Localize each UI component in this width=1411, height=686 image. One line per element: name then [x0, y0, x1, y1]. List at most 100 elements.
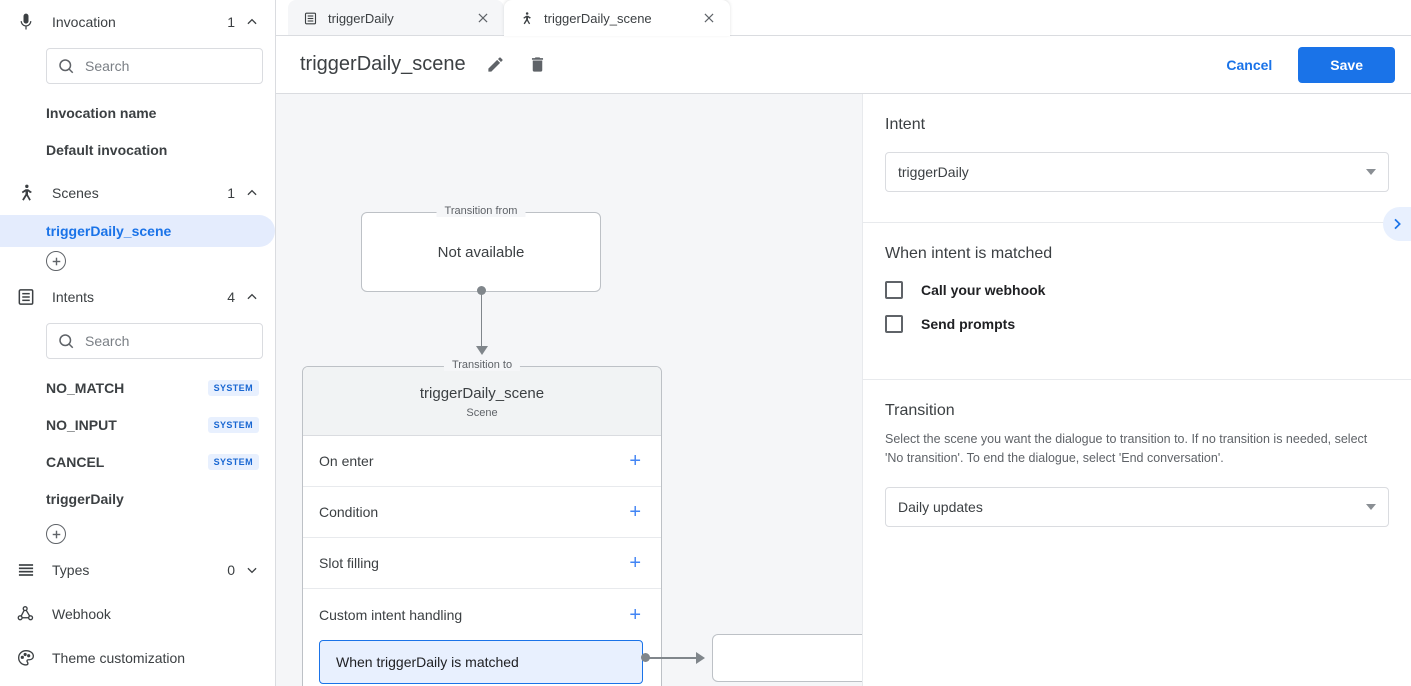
- sidebar-item-no-input[interactable]: NO_INPUT SYSTEM: [0, 409, 275, 441]
- sidebar-group-label: Invocation: [52, 14, 116, 30]
- call-webhook-checkbox[interactable]: [885, 281, 903, 299]
- sidebar-group-scenes[interactable]: Scenes 1: [0, 171, 275, 215]
- transition-section: Transition Select the scene you want the…: [863, 380, 1411, 527]
- scene-row-label: Slot filling: [319, 555, 379, 571]
- add-scene-row: [0, 247, 275, 275]
- transition-section-title: Transition: [885, 402, 955, 419]
- properties-panel: Intent triggerDaily When intent is match…: [862, 94, 1411, 686]
- body-split: Transition from Not available Transition…: [276, 94, 1411, 686]
- scene-card-title: triggerDaily_scene: [419, 385, 545, 402]
- scene-row-slot-filling[interactable]: Slot filling +: [303, 538, 661, 589]
- panel-divider: [863, 222, 1411, 223]
- transition-to-legend: Transition to: [443, 359, 521, 371]
- call-webhook-checkrow[interactable]: Call your webhook: [885, 281, 1389, 299]
- sidebar-item-cancel[interactable]: CANCEL SYSTEM: [0, 446, 275, 478]
- sidebar-group-count: 1: [227, 14, 235, 30]
- sidebar-item-default-invocation[interactable]: Default invocation: [0, 134, 275, 166]
- chevron-down-icon: [1366, 169, 1376, 175]
- sidebar-group-invocation[interactable]: Invocation 1: [0, 0, 275, 44]
- sidebar-item-triggerdaily-scene[interactable]: triggerDaily_scene: [0, 215, 275, 247]
- palette-icon: [14, 646, 38, 670]
- connector-dot-source: [477, 286, 486, 295]
- intents-search-wrap: [0, 319, 275, 367]
- when-intent-matched-section: When intent is matched Call your webhook…: [863, 223, 1411, 375]
- scene-row-label: Custom intent handling: [319, 606, 463, 623]
- send-prompts-checkrow[interactable]: Send prompts: [885, 315, 1389, 333]
- scene-row-label: Condition: [319, 504, 379, 520]
- intent-section: Intent triggerDaily: [863, 94, 1411, 218]
- connector-line-vertical: [480, 292, 483, 348]
- search-icon: [59, 334, 74, 349]
- sidebar-group-types[interactable]: Types 0: [0, 548, 275, 592]
- intents-search-input[interactable]: [85, 333, 252, 349]
- sidebar-item-no-match[interactable]: NO_MATCH SYSTEM: [0, 372, 275, 404]
- intent-section-title: Intent: [885, 116, 926, 133]
- sidebar-group-count: 1: [227, 185, 235, 201]
- sidebar-item-theme-customization[interactable]: Theme customization: [0, 636, 275, 680]
- scene-card[interactable]: Transition to triggerDaily_scene Scene O…: [302, 359, 662, 686]
- tab-label: triggerDaily: [328, 10, 394, 26]
- scene-tab-icon: [518, 10, 534, 26]
- connector-dot-chip: [641, 653, 650, 662]
- chevron-up-icon[interactable]: [245, 186, 259, 200]
- chevron-down-icon[interactable]: [245, 563, 259, 577]
- microphone-icon: [14, 10, 38, 34]
- close-icon[interactable]: [700, 9, 718, 27]
- cancel-button[interactable]: Cancel: [1212, 48, 1286, 82]
- intents-search-box[interactable]: [46, 323, 263, 359]
- types-icon: [14, 558, 38, 582]
- intent-select[interactable]: triggerDaily: [885, 152, 1389, 192]
- call-webhook-label: Call your webhook: [921, 282, 1046, 298]
- close-icon[interactable]: [474, 9, 492, 27]
- send-prompts-checkbox[interactable]: [885, 315, 903, 333]
- webhook-icon: [14, 602, 38, 626]
- tab-triggerdaily[interactable]: triggerDaily: [288, 0, 504, 36]
- transition-select-value: Daily updates: [898, 498, 983, 515]
- chevron-up-icon[interactable]: [245, 290, 259, 304]
- sidebar-item-label: NO_MATCH: [46, 380, 125, 396]
- transition-from-node[interactable]: Transition from Not available: [361, 205, 601, 292]
- add-on-enter-button[interactable]: +: [629, 450, 641, 472]
- transition-from-value: Not available: [437, 243, 525, 261]
- add-slot-filling-button[interactable]: +: [629, 552, 641, 574]
- sidebar-item-label: Invocation name: [46, 105, 157, 121]
- status-badge: SYSTEM: [207, 380, 259, 396]
- scene-row-on-enter[interactable]: On enter +: [303, 436, 661, 487]
- scene-row-custom-intent-handling[interactable]: Custom intent handling +: [303, 589, 661, 640]
- sidebar-item-account-linking[interactable]: Account linking: [0, 680, 275, 686]
- add-custom-intent-handling-button[interactable]: +: [629, 603, 641, 626]
- header-bar: triggerDaily_scene Cancel Save: [276, 36, 1411, 94]
- add-scene-button[interactable]: [46, 251, 66, 271]
- add-intent-button[interactable]: [46, 524, 66, 544]
- sidebar-group-label: Intents: [52, 289, 95, 305]
- intent-tab-icon: [302, 10, 318, 26]
- chevron-up-icon[interactable]: [245, 15, 259, 29]
- tab-label: triggerDaily_scene: [544, 10, 652, 26]
- sidebar-item-label: CANCEL: [46, 454, 105, 470]
- intent-handler-chip-label: When triggerDaily is matched: [336, 654, 519, 670]
- scene-row-condition[interactable]: Condition +: [303, 487, 661, 538]
- panel-divider: [863, 379, 1411, 380]
- transition-select[interactable]: Daily updates: [885, 486, 1389, 527]
- add-intent-row: [0, 520, 275, 548]
- pencil-icon[interactable]: [484, 53, 508, 77]
- connector-arrow-down: [475, 346, 488, 355]
- next-transition-node[interactable]: Tr Dail: [712, 634, 862, 682]
- sidebar-item-webhook[interactable]: Webhook: [0, 592, 275, 636]
- intent-handler-chip[interactable]: When triggerDaily is matched: [319, 640, 643, 684]
- sidebar-item-invocation-name[interactable]: Invocation name: [0, 97, 275, 129]
- transition-from-legend: Transition from: [436, 205, 526, 217]
- sidebar-group-intents[interactable]: Intents 4: [0, 275, 275, 319]
- scene-canvas[interactable]: Transition from Not available Transition…: [276, 94, 862, 686]
- trash-icon[interactable]: [526, 53, 550, 77]
- save-button[interactable]: Save: [1298, 46, 1395, 83]
- transition-description: Select the scene you want the dialogue t…: [885, 432, 1368, 466]
- sidebar-item-label: Default invocation: [46, 142, 168, 158]
- sidebar-item-triggerdaily[interactable]: triggerDaily: [0, 483, 275, 515]
- tab-triggerdaily-scene[interactable]: triggerDaily_scene: [504, 0, 730, 36]
- invocation-search-input[interactable]: [85, 58, 252, 74]
- add-condition-button[interactable]: +: [629, 501, 641, 523]
- chevron-right-icon[interactable]: [1383, 207, 1411, 241]
- sidebar-group-count: 0: [227, 562, 235, 578]
- invocation-search-box[interactable]: [46, 48, 263, 84]
